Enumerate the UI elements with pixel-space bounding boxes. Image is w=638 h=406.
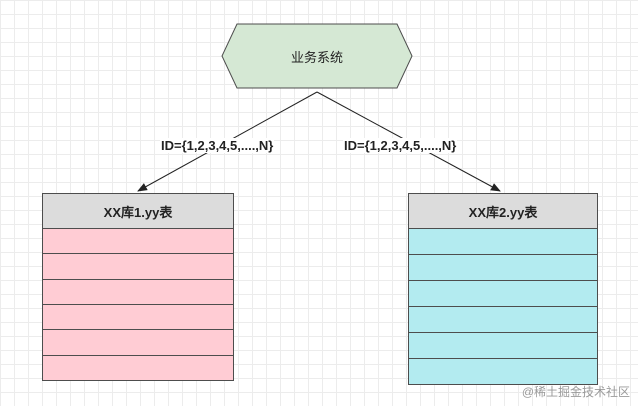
table-row — [409, 333, 597, 359]
edge-label-right: ID={1,2,3,4,5,....,N} — [343, 138, 458, 153]
table-row — [43, 330, 233, 356]
table-row — [409, 229, 597, 255]
table-row — [409, 281, 597, 307]
edge-label-left: ID={1,2,3,4,5,....,N} — [160, 138, 275, 153]
table-row — [43, 279, 233, 305]
left-table-rows — [43, 229, 233, 380]
watermark: @稀土掘金技术社区 — [521, 385, 630, 399]
table-row — [43, 229, 233, 255]
business-system-node[interactable] — [221, 23, 413, 89]
right-table-title: XX库2.yy表 — [409, 194, 597, 229]
left-table-title: XX库1.yy表 — [43, 194, 233, 229]
left-table[interactable]: XX库1.yy表 — [42, 193, 234, 381]
table-row — [409, 307, 597, 333]
table-row — [43, 254, 233, 280]
table-row — [409, 359, 597, 384]
table-row — [43, 355, 233, 380]
table-row — [43, 304, 233, 331]
table-row — [409, 255, 597, 281]
right-table[interactable]: XX库2.yy表 — [408, 193, 598, 385]
right-table-rows — [409, 229, 597, 384]
